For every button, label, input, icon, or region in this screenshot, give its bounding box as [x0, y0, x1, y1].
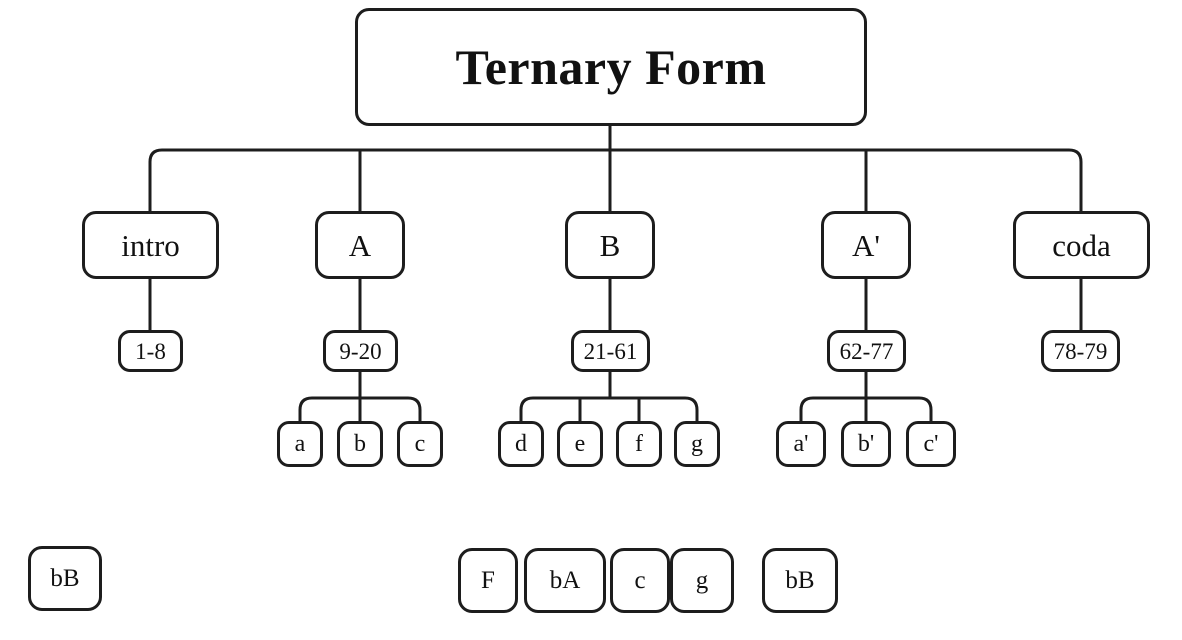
- node-measures-b[interactable]: 21-61: [571, 330, 650, 372]
- node-section-intro[interactable]: intro: [82, 211, 219, 279]
- node-phrase-b-label: b: [354, 431, 366, 457]
- node-measures-intro[interactable]: 1-8: [118, 330, 183, 372]
- edge-b-fan-bus: [519, 396, 699, 423]
- node-phrase-a-prime-label: a': [793, 431, 809, 457]
- node-phrase-d-label: d: [515, 431, 527, 457]
- node-section-coda-label: coda: [1052, 227, 1111, 263]
- node-key-intro[interactable]: bB: [28, 546, 102, 611]
- node-phrase-b-prime-label: b': [857, 431, 875, 457]
- node-phrase-d[interactable]: d: [498, 421, 544, 467]
- node-phrase-e[interactable]: e: [557, 421, 603, 467]
- node-phrase-a-prime[interactable]: a': [776, 421, 826, 467]
- node-measures-coda-label: 78-79: [1053, 338, 1108, 364]
- node-measures-a[interactable]: 9-20: [323, 330, 398, 372]
- node-key-f[interactable]: F: [458, 548, 518, 613]
- node-measures-intro-label: 1-8: [135, 338, 166, 364]
- node-measures-a-prime[interactable]: 62-77: [827, 330, 906, 372]
- edge-a-fan-bus: [298, 396, 422, 423]
- node-phrase-c[interactable]: c: [397, 421, 443, 467]
- node-section-b[interactable]: B: [565, 211, 655, 279]
- node-section-a[interactable]: A: [315, 211, 405, 279]
- node-key-g-minor[interactable]: g: [670, 548, 734, 613]
- node-phrase-g[interactable]: g: [674, 421, 720, 467]
- node-key-c-minor[interactable]: c: [610, 548, 670, 613]
- node-key-g-minor-label: g: [695, 567, 709, 594]
- node-measures-a-label: 9-20: [339, 338, 382, 364]
- node-phrase-e-label: e: [574, 431, 586, 457]
- node-phrase-c-prime-label: c': [923, 431, 939, 457]
- node-key-coda[interactable]: bB: [762, 548, 838, 613]
- node-measures-coda[interactable]: 78-79: [1041, 330, 1120, 372]
- node-phrase-c-prime[interactable]: c': [906, 421, 956, 467]
- node-phrase-b[interactable]: b: [337, 421, 383, 467]
- node-key-b-flat-major[interactable]: bA: [524, 548, 606, 613]
- node-root-label: Ternary Form: [455, 39, 767, 95]
- node-key-coda-label: bB: [785, 567, 815, 594]
- node-phrase-a-label: a: [294, 431, 306, 457]
- node-phrase-f-label: f: [635, 431, 643, 457]
- node-section-b-label: B: [599, 227, 621, 263]
- node-phrase-b-prime[interactable]: b': [841, 421, 891, 467]
- node-measures-a-prime-label: 62-77: [839, 338, 894, 364]
- node-section-intro-label: intro: [121, 227, 180, 263]
- node-section-coda[interactable]: coda: [1013, 211, 1150, 279]
- node-section-a-label: A: [348, 227, 372, 263]
- node-key-f-label: F: [481, 567, 495, 594]
- node-measures-b-label: 21-61: [583, 338, 638, 364]
- node-phrase-c-label: c: [414, 431, 426, 457]
- node-phrase-f[interactable]: f: [616, 421, 662, 467]
- edge-aprime-fan-bus: [799, 396, 933, 423]
- node-key-intro-label: bB: [50, 565, 80, 592]
- node-key-c-minor-label: c: [634, 567, 646, 594]
- edge-root-bus: [148, 148, 1083, 213]
- node-key-b-flat-major-label: bA: [549, 567, 581, 594]
- node-section-a-prime[interactable]: A': [821, 211, 911, 279]
- node-section-a-prime-label: A': [852, 227, 880, 263]
- node-root-ternary-form[interactable]: Ternary Form: [355, 8, 867, 126]
- node-phrase-g-label: g: [691, 431, 703, 457]
- node-phrase-a[interactable]: a: [277, 421, 323, 467]
